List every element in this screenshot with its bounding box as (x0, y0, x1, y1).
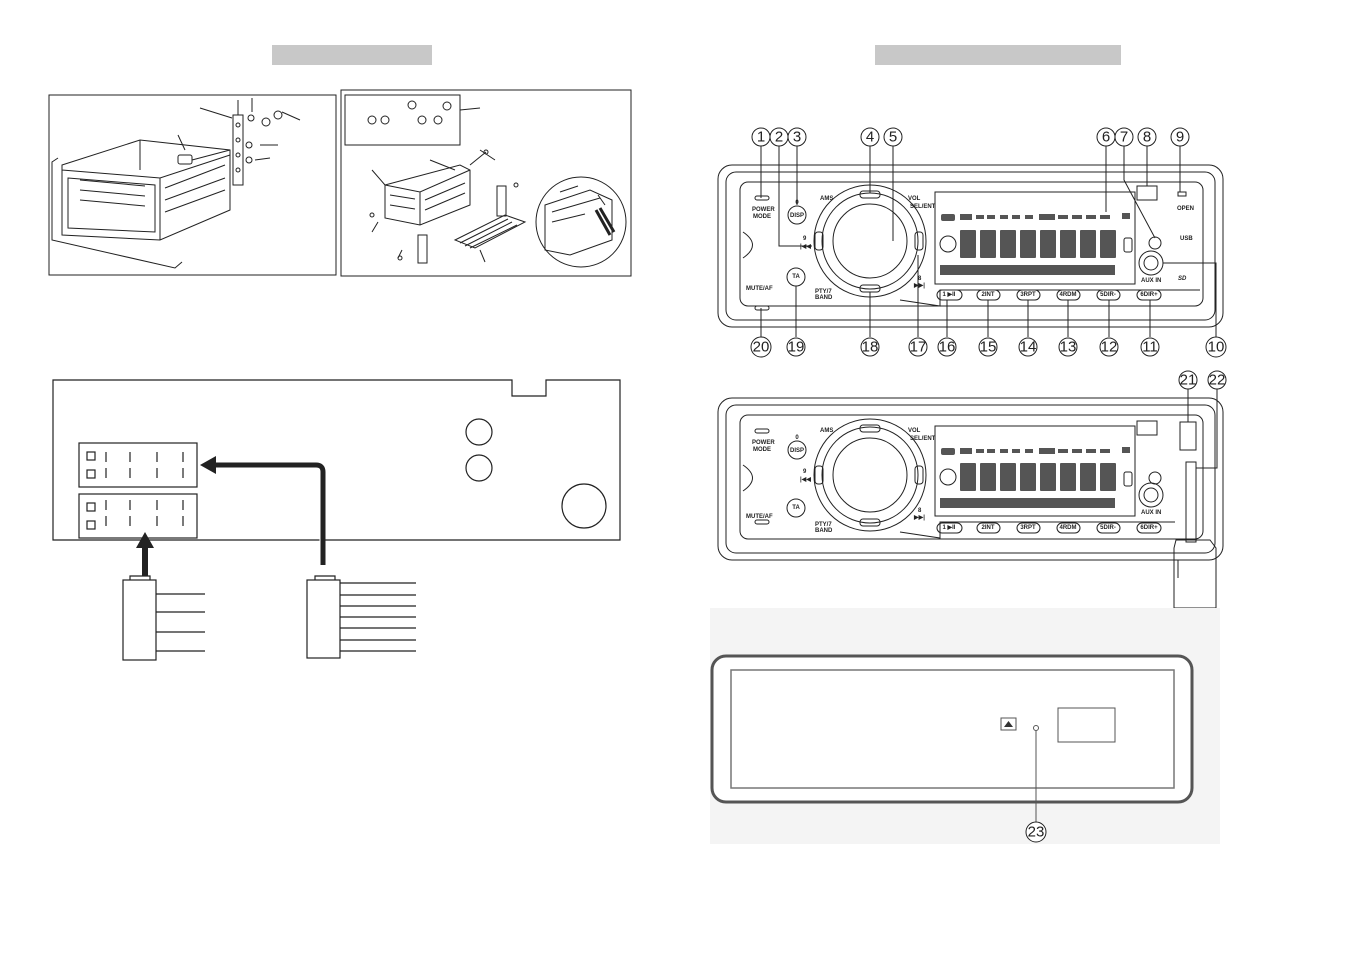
preset-6-label-2: 6DIR+ (1140, 525, 1158, 531)
rear-panel-wiring (52, 379, 621, 661)
callout-leaders-1 (760, 146, 1217, 337)
aux-label-2: AUX IN (1141, 510, 1161, 516)
pty-label-2: PTY/7 (815, 522, 832, 528)
callout-15: 15 (980, 339, 997, 356)
next-track-icon-2: ▶▶| (913, 514, 925, 521)
callout-8: 8 (1143, 129, 1151, 146)
callouts-top: 1 2 3 4 5 6 7 8 9 (751, 127, 1190, 147)
callouts-bottom: 10 11 12 13 14 15 16 17 18 19 20 (750, 336, 1227, 358)
power-label: POWER (752, 207, 775, 213)
callout-12: 12 (1101, 339, 1118, 356)
ams-label: AMS (820, 196, 833, 202)
sel-ent-label-2: SEL/ENT (910, 436, 936, 442)
disp-button-label-2: DISP (790, 448, 804, 454)
preset-4-label-2: 4RDM (1059, 525, 1076, 531)
callout-20: 20 (753, 339, 770, 356)
pty-label: PTY/7 (815, 289, 832, 295)
left-title-bar (272, 45, 432, 65)
band-label: BAND (815, 295, 833, 301)
installation-diagram-2 (340, 89, 632, 277)
front-panel-1: POWER MODE MUTE/AF 0 DISP TA AMS VOL SEL… (717, 164, 1224, 328)
callout-6: 6 (1102, 129, 1110, 146)
callout-18: 18 (862, 339, 879, 356)
preset-2-label-2: 2INT (981, 525, 994, 531)
callout-10: 10 (1208, 339, 1225, 356)
callout-5: 5 (889, 129, 897, 146)
front-panel-2: POWER MODE MUTE/AF 0 DISP TA AMS VOL SEL… (717, 389, 1224, 609)
mute-label: MUTE/AF (746, 286, 773, 292)
callout-13: 13 (1060, 339, 1077, 356)
callout-2: 2 (775, 129, 783, 146)
right-title-bar (875, 45, 1121, 65)
next-track-icon: ▶▶| (913, 282, 925, 289)
callout-4: 4 (866, 129, 874, 146)
disp-number-2: 0 (795, 435, 799, 441)
sd-label: SD (1178, 276, 1187, 282)
callout-3: 3 (793, 129, 801, 146)
preset-4-label: 4RDM (1059, 292, 1076, 298)
prev-number: 9 (803, 236, 807, 242)
installation-diagram-1 (48, 94, 337, 276)
callout-21: 21 (1180, 372, 1197, 389)
callout-17: 17 (910, 339, 927, 356)
band-label-2: BAND (815, 528, 833, 534)
mode-label-2: MODE (753, 447, 771, 453)
wiring-arrows (136, 456, 326, 576)
preset-1-label: 1 ▶II (943, 291, 956, 298)
preset-2-label: 2INT (981, 292, 994, 298)
next-number: 8 (918, 276, 922, 282)
preset-1-label-2: 1 ▶II (943, 524, 956, 531)
callout-19: 19 (788, 339, 805, 356)
prev-track-icon-2: |◀◀ (800, 476, 811, 483)
next-number-2: 8 (918, 508, 922, 514)
power-label-2: POWER (752, 440, 775, 446)
mute-label-2: MUTE/AF (746, 514, 773, 520)
callout-11: 11 (1142, 339, 1158, 356)
callout-1: 1 (757, 129, 765, 146)
ta-button-label: TA (792, 274, 800, 280)
preset-5-label-2: 5DIR- (1100, 525, 1116, 531)
usb-label: USB (1180, 236, 1193, 242)
preset-3-label: 3RPT (1020, 292, 1036, 298)
callout-16: 16 (939, 339, 956, 356)
open-label: OPEN (1177, 206, 1194, 212)
ams-label-2: AMS (820, 428, 833, 434)
vol-label: VOL (908, 196, 921, 202)
callout-23: 23 (1028, 824, 1045, 841)
rear-faceplate (710, 608, 1220, 844)
prev-number-2: 9 (803, 469, 807, 475)
callout-22: 22 (1209, 372, 1226, 389)
disp-button-label: DISP (790, 213, 804, 219)
callout-14: 14 (1020, 339, 1037, 356)
ta-button-label-2: TA (792, 505, 800, 511)
mode-label: MODE (753, 214, 771, 220)
preset-5-label: 5DIR- (1100, 292, 1116, 298)
callout-9: 9 (1176, 129, 1184, 146)
preset-6-label: 6DIR+ (1140, 292, 1158, 298)
aux-label: AUX IN (1141, 278, 1161, 284)
callout-7: 7 (1120, 129, 1128, 146)
vol-label-2: VOL (908, 428, 921, 434)
preset-3-label-2: 3RPT (1020, 525, 1036, 531)
sel-ent-label: SEL/ENT (910, 204, 936, 210)
